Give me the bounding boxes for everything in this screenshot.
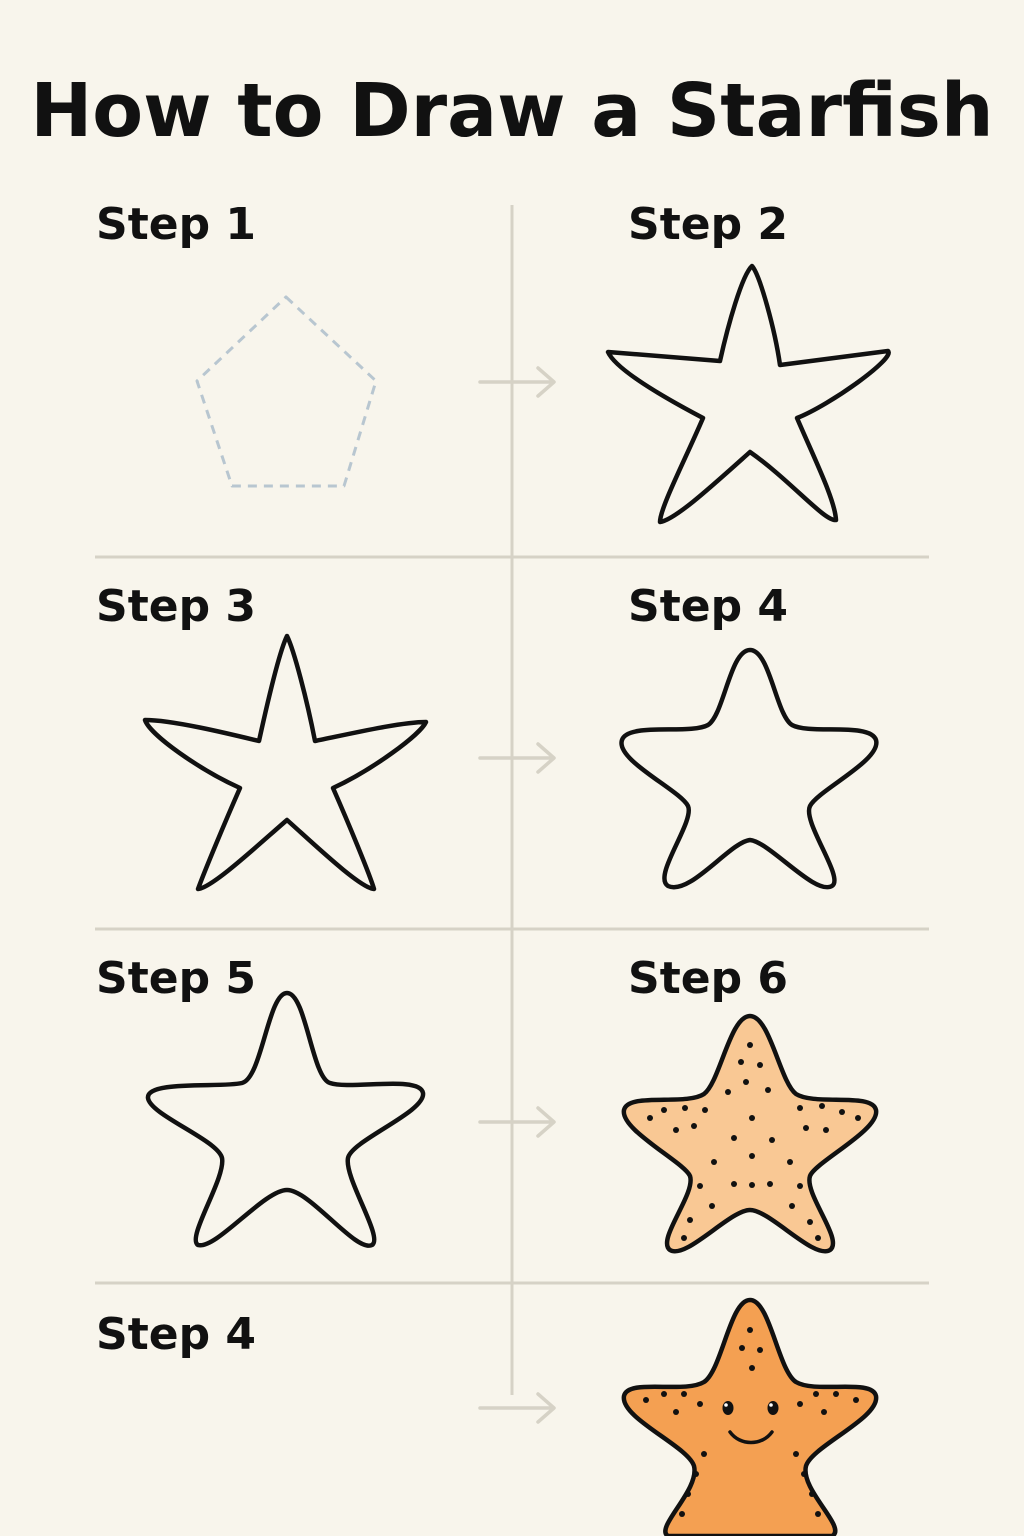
starfish-spots	[643, 1327, 859, 1517]
starfish-face	[722, 1401, 779, 1445]
arrow-right-icon	[478, 1392, 556, 1424]
arrows	[478, 366, 556, 1424]
step-1-label: Step 1	[96, 199, 256, 250]
grid-dividers	[95, 205, 929, 1395]
step-3-label: Step 3	[96, 581, 256, 632]
arrow-right-icon	[478, 366, 556, 398]
page-title: How to Draw a Starfish	[30, 68, 994, 154]
arrow-right-icon	[478, 1106, 556, 1138]
star-outline-step-2	[605, 263, 891, 525]
right-eye	[767, 1401, 779, 1415]
step-7-label: Step 4	[96, 1309, 256, 1360]
starfish-outline-step-5	[145, 990, 426, 1248]
dashed-pentagon-guide	[195, 295, 378, 488]
step-2-label: Step 2	[628, 199, 788, 250]
smile	[728, 1430, 774, 1445]
step-6-label: Step 6	[628, 953, 788, 1004]
starfish-smiling-final	[621, 1297, 879, 1536]
starfish-dotted-step-6	[621, 1013, 879, 1254]
starfish-body	[621, 1013, 879, 1254]
star-outline-step-3	[142, 633, 429, 892]
arrow-right-icon	[478, 742, 556, 774]
step-5-label: Step 5	[96, 953, 256, 1004]
starfish-spots	[647, 1042, 861, 1241]
left-eye	[722, 1401, 734, 1415]
star-outline-step-4	[619, 647, 879, 890]
step-4-label: Step 4	[628, 581, 788, 632]
starfish-body	[621, 1297, 879, 1536]
